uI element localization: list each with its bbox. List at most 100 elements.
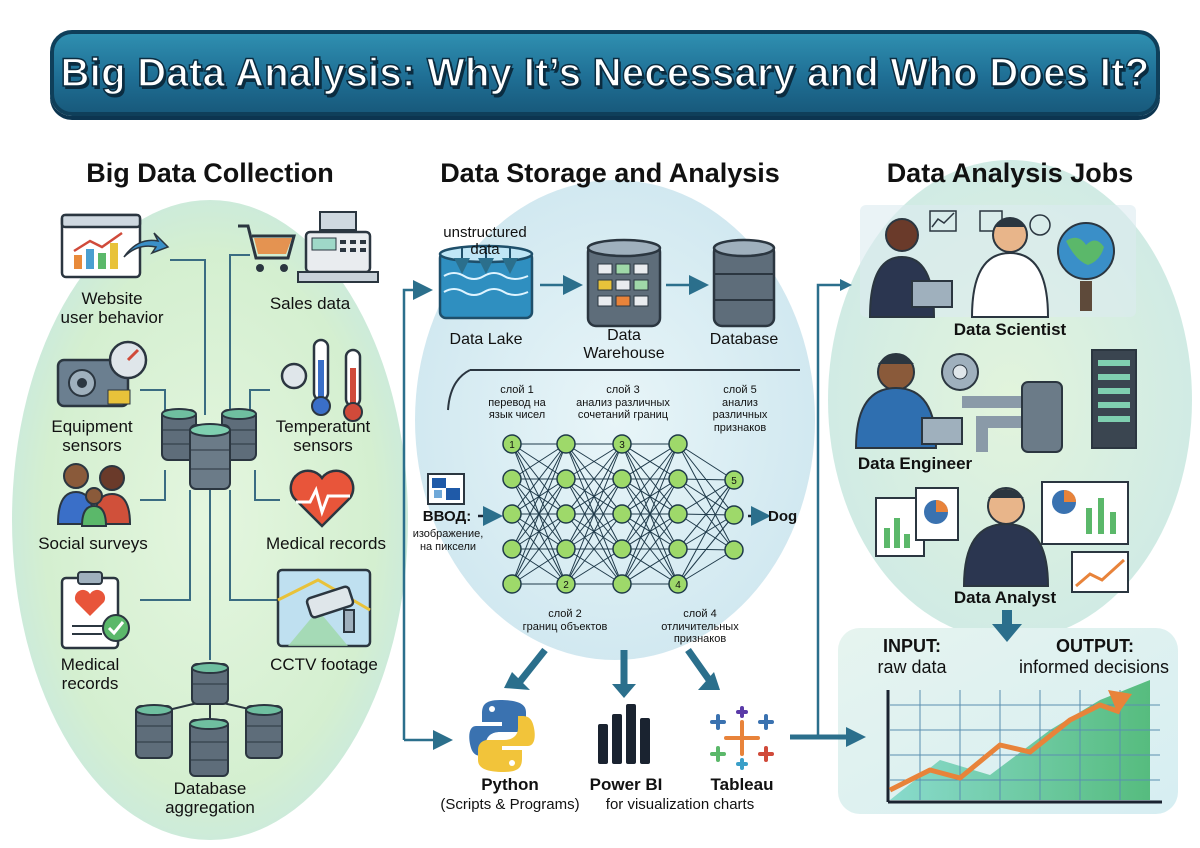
network-node <box>612 574 632 594</box>
section-title-jobs: Data Analysis Jobs <box>886 158 1134 188</box>
layer-3-label: слой 3 анализ различных сочетаний границ <box>576 384 670 422</box>
network-connection <box>677 549 735 585</box>
network-connection <box>565 443 623 550</box>
network-node <box>668 574 688 594</box>
label-equipment: Equipment sensors <box>51 417 133 455</box>
cash-register-icon <box>297 211 379 283</box>
tool-arrowhead <box>698 672 720 690</box>
network-connection <box>677 443 735 481</box>
network-connection <box>565 478 623 585</box>
result-output-text: informed decisions <box>1018 657 1170 677</box>
network-connection <box>677 479 735 550</box>
result-output-title: OUTPUT: <box>1056 636 1134 656</box>
network-node <box>556 539 576 559</box>
analyst-to-results-arrow <box>992 610 1022 642</box>
network-connection <box>565 443 623 585</box>
layer-1-label: слой 1 перевод на язык чисел <box>488 384 546 422</box>
label-medical-right: Medical records <box>266 534 386 553</box>
network-connection <box>511 548 567 585</box>
network-connection <box>621 513 679 585</box>
label-website: Website user behavior <box>60 289 164 327</box>
network-connection <box>621 478 679 585</box>
network-connection <box>621 548 679 585</box>
network-node-number: 4 <box>675 580 681 591</box>
network-node-number: 3 <box>619 440 625 451</box>
data-analyst-illustration <box>875 481 1129 593</box>
network-node <box>502 539 522 559</box>
network-connection <box>511 478 567 585</box>
layer-4-label: слой 4 отличительных признаков <box>661 608 739 646</box>
network-node <box>668 469 688 489</box>
network-node <box>556 504 576 524</box>
aggregation-databases-icon <box>135 662 283 777</box>
network-connection <box>565 513 623 585</box>
tool-arrows <box>515 647 715 687</box>
input-title: ВВОД: <box>422 508 472 525</box>
network-node <box>668 434 688 454</box>
input-image-icon <box>427 473 465 505</box>
central-database-cluster <box>161 408 257 490</box>
network-connection <box>621 443 679 515</box>
network-node-number: 5 <box>731 476 737 487</box>
network-node-number: 1 <box>509 440 515 451</box>
network-connection <box>511 443 567 550</box>
tool-arrowhead <box>612 684 636 698</box>
network-connection <box>677 514 735 585</box>
label-aggregation: Database aggregation <box>165 779 255 817</box>
tools-to-results-arrow <box>790 283 846 740</box>
heart-monitor-icon <box>289 469 355 528</box>
network-node <box>502 469 522 489</box>
network-connection <box>511 513 567 585</box>
cctv-camera-icon <box>276 568 372 648</box>
label-cctv: CCTV footage <box>270 655 378 674</box>
network-node <box>612 434 632 454</box>
network-connection <box>677 479 735 585</box>
network-node <box>612 469 632 489</box>
result-growth-chart <box>886 680 1162 804</box>
people-icon <box>56 463 132 527</box>
title-banner: Big Data Analysis: Why It’s Necessary an… <box>50 30 1160 116</box>
database-icon <box>712 238 776 328</box>
network-bracket <box>447 369 471 411</box>
network-node <box>668 539 688 559</box>
network-node <box>556 434 576 454</box>
network-node <box>556 469 576 489</box>
network-connection <box>621 443 679 550</box>
equipment-sensor-icon <box>56 340 148 408</box>
power-bi-logo-icon <box>598 704 650 764</box>
network-connection <box>565 443 623 515</box>
label-python-sub: (Scripts & Programs) <box>440 796 580 813</box>
layer-5-label: слой 5 анализ различных признаков <box>712 384 768 434</box>
network-node <box>502 574 522 594</box>
input-description: изображение, на пиксели <box>412 528 484 553</box>
result-input-title: INPUT: <box>883 636 941 656</box>
label-python: Python <box>481 775 539 794</box>
label-data-engineer: Data Engineer <box>857 454 973 473</box>
label-unstructured-data: unstructured data <box>443 224 527 258</box>
label-database: Database <box>709 331 779 348</box>
label-power-bi-sub: for visualization charts <box>605 796 755 813</box>
label-tableau: Tableau <box>710 775 774 794</box>
network-node <box>612 504 632 524</box>
python-logo-icon <box>469 700 535 772</box>
collection-connectors <box>140 254 280 660</box>
layer-2-label: слой 2 границ объектов <box>522 608 608 633</box>
results-arrowhead <box>846 727 866 747</box>
unstructured-arrows <box>454 246 518 274</box>
label-power-bi: Power BI <box>589 775 663 794</box>
network-connection <box>565 548 623 585</box>
section-title-storage: Data Storage and Analysis <box>440 158 780 188</box>
network-connection <box>511 443 567 585</box>
data-warehouse-icon <box>586 238 662 328</box>
network-connection <box>677 479 735 515</box>
network-node <box>724 470 744 490</box>
network-node <box>612 539 632 559</box>
network-node <box>502 434 522 454</box>
network-node <box>668 504 688 524</box>
network-node <box>724 505 744 525</box>
label-data-warehouse: Data Warehouse <box>583 327 665 362</box>
section-title-collection: Big Data Collection <box>86 158 334 188</box>
left-to-middle-connector <box>402 280 453 750</box>
